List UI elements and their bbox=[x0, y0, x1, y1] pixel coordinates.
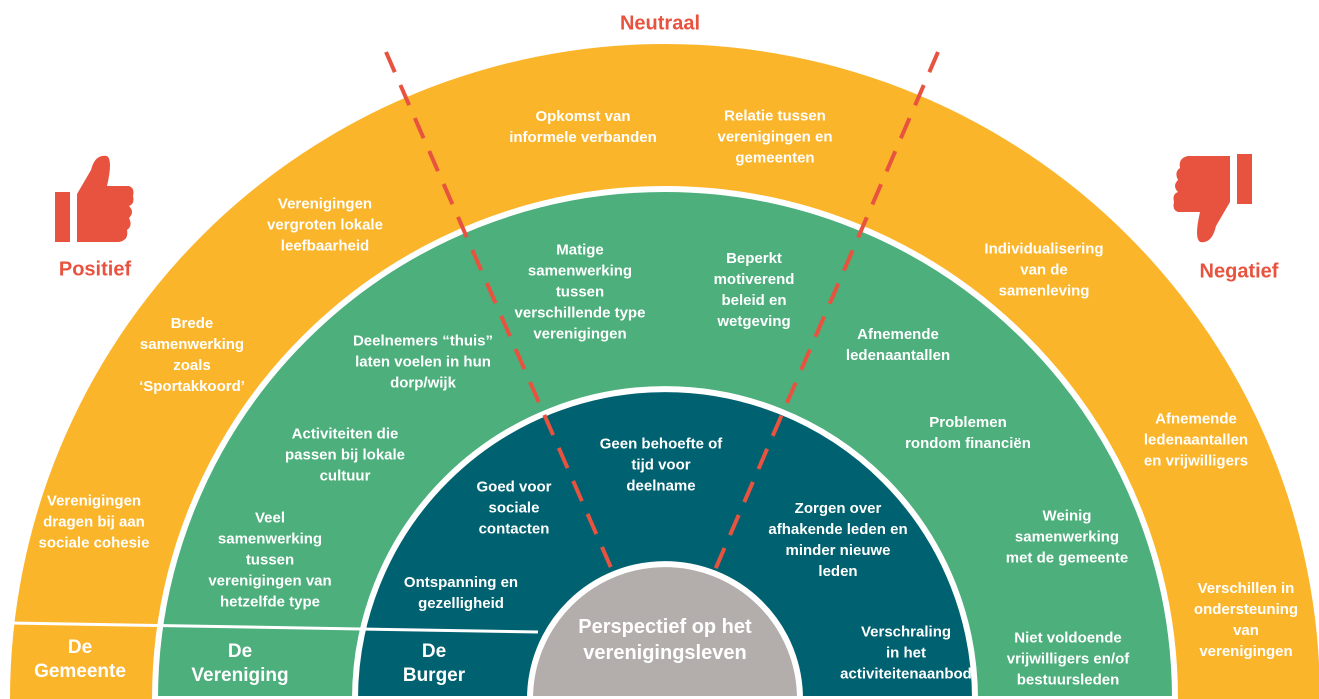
thumbs-down-icon bbox=[1173, 154, 1252, 243]
neutral-divider-left bbox=[384, 51, 614, 571]
vereniging-negative-3: Weinig samenwerking met de gemeente bbox=[1005, 507, 1129, 567]
band-label-gemeente: De Gemeente bbox=[34, 637, 126, 682]
thumbs-up-icon bbox=[55, 155, 134, 242]
gemeente-negative-1: Individualisering van de samenleving bbox=[984, 240, 1104, 300]
vereniging-negative-2: Problemen rondom financiën bbox=[905, 414, 1031, 452]
band-label-burger: De Burger bbox=[402, 641, 466, 686]
burger-neutral-1: Geen behoefte of tijd voor deelname bbox=[599, 435, 723, 495]
neutral-heading: Neutraal bbox=[619, 12, 701, 35]
neutral-divider-right bbox=[713, 51, 940, 571]
negative-heading: Negatief bbox=[1199, 260, 1279, 283]
burger-positive-2: Goed voor sociale contacten bbox=[476, 478, 552, 538]
vereniging-negative-4: Niet voldoende vrijwilligers en/of bestu… bbox=[1006, 629, 1130, 689]
positive-heading: Positief bbox=[58, 258, 132, 281]
burger-negative-2: Verschraling in het activiteitenaanbod bbox=[840, 623, 972, 683]
vereniging-neutral-2: Beperkt motiverend beleid en wetgeving bbox=[713, 250, 795, 330]
vereniging-positive-3: Deelnemers “thuis” laten voelen in hun d… bbox=[352, 332, 494, 392]
gemeente-positive-2: Brede samenwerking zoals ‘Sportakkoord’ bbox=[139, 315, 245, 395]
vereniging-positive-2: Activiteiten die passen bij lokale cultu… bbox=[284, 425, 406, 485]
gemeente-positive-1: Verenigingen dragen bij aan sociale cohe… bbox=[38, 492, 150, 552]
band-divider-line bbox=[9, 621, 539, 634]
vereniging-neutral-1: Matige samenwerking tussen verschillende… bbox=[514, 241, 646, 343]
gemeente-negative-3: Verschillen in ondersteuning van verenig… bbox=[1193, 580, 1299, 660]
gemeente-positive-3: Verenigingen vergroten lokale leefbaarhe… bbox=[267, 195, 383, 255]
band-label-vereniging: De Vereniging bbox=[191, 641, 289, 686]
burger-ring bbox=[351, 386, 979, 699]
burger-positive-1: Ontspanning en gezelligheid bbox=[403, 574, 519, 612]
gemeente-neutral-2: Relatie tussen verenigingen en gemeenten bbox=[717, 107, 833, 167]
vereniging-negative-1: Afnemende ledenaantallen bbox=[845, 326, 951, 364]
gemeente-neutral-1: Opkomst van informele verbanden bbox=[509, 108, 657, 146]
center-disc bbox=[526, 561, 804, 699]
gemeente-negative-2: Afnemende ledenaantallen en vrijwilliger… bbox=[1143, 410, 1249, 470]
vereniging-positive-1: Veel samenwerking tussen verenigingen va… bbox=[208, 509, 332, 611]
burger-negative-1: Zorgen over afhakende leden en minder ni… bbox=[768, 500, 908, 580]
center-title: Perspectief op het verenigingsleven bbox=[578, 616, 752, 664]
